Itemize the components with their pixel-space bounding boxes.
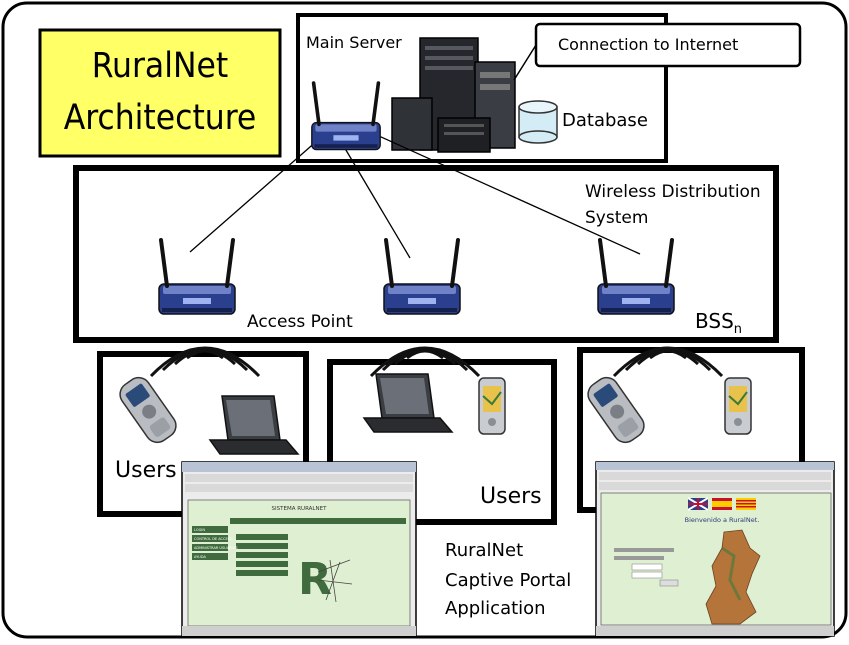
title-line-1: RuralNet [91,46,229,86]
pda-icon [478,377,506,435]
bss-label: BSSn [695,309,742,337]
ruralnet-logo: R [298,554,332,605]
wds-box [73,165,779,343]
server-icon [391,37,516,153]
pda-icon [724,377,752,435]
portal-label-line-1: RuralNet [445,540,524,561]
wds-links [189,131,641,259]
title-box [38,28,282,158]
portal-label-line-3: Application [445,598,546,619]
bss-subscript: n [733,322,743,337]
captive-portal-screenshot-right: Bienvenido a RuralNet. [595,461,835,637]
bss-label-text: BSS [695,309,734,333]
wds-label-line-1: Wireless Distribution [585,182,761,202]
welcome-text: Bienvenido a RuralNet. [685,516,760,524]
users-label-middle: Users [480,484,542,509]
access-point-label: Access Point [247,312,353,332]
database-label: Database [562,110,648,131]
portal-menu-item: CONTROL DE ACCESO [194,537,233,541]
portal-menu-item: AYUDA [194,555,206,559]
wds-label-line-2: System [585,208,649,228]
portal-menu-item: LOGIN [194,528,205,532]
connection-pointer [513,44,537,81]
bss-box-middle [327,359,557,525]
valencia-map [705,529,761,625]
title-line-2: Architecture [63,98,257,138]
portal-label-line-2: Captive Portal [445,570,572,591]
main-server-label: Main Server [306,33,402,52]
portal-menu-item: ADMINISTRAR USUARIOS [194,546,238,550]
users-label-left: Users [115,458,177,483]
database-icon [518,100,558,144]
portal-header-text: SISTEMA RURALNET [272,506,328,512]
connection-label: Connection to Internet [558,35,739,54]
captive-portal-screenshot-left: SISTEMA RURALNET LOGIN CONTROL DE ACCESO… [181,461,417,637]
